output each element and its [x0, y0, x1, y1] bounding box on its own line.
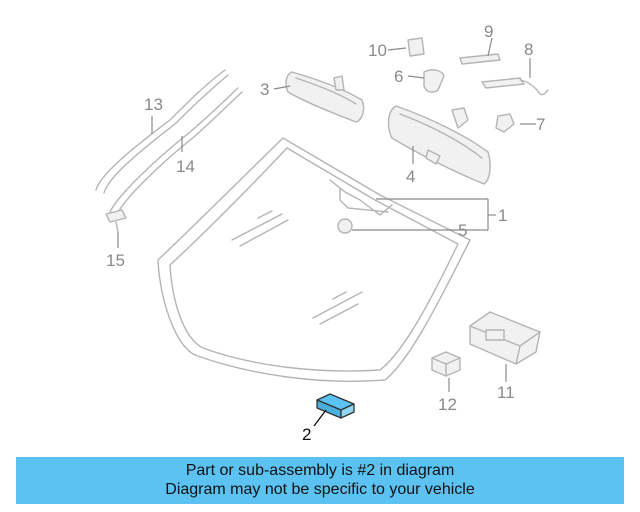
bracket-12	[431, 351, 461, 377]
callout-9: 9	[484, 22, 493, 41]
callout-2-highlighted: 2	[302, 425, 311, 444]
callout-6: 6	[394, 67, 403, 86]
info-banner: Part or sub-assembly is #2 in diagram Di…	[16, 457, 624, 504]
mirror-cover-6	[423, 69, 445, 93]
callout-12: 12	[438, 395, 457, 414]
callout-5: 5	[458, 221, 467, 240]
windshield-molding-14	[109, 87, 243, 215]
clip-10	[407, 37, 425, 57]
callout-1: 1	[498, 206, 507, 225]
callout-13: 13	[144, 95, 163, 114]
windshield-glass	[157, 137, 471, 382]
parts-diagram: 10 9 8 6 7 3 4 1 5 13 14 15 11 12 2	[95, 22, 549, 444]
callout-11: 11	[497, 383, 515, 402]
callout-8: 8	[524, 40, 533, 59]
rain-sensor-5	[337, 218, 353, 234]
trim-piece-9	[459, 53, 501, 65]
wire-harness-8	[481, 77, 549, 96]
mirror-bracket	[451, 107, 469, 129]
bracket-7	[495, 113, 515, 133]
callout-15: 15	[106, 251, 125, 270]
windshield-molding-13	[95, 69, 229, 194]
highlighted-part-2	[316, 393, 355, 419]
banner-line-1: Part or sub-assembly is #2 in diagram	[185, 462, 455, 479]
callout-14: 14	[176, 157, 195, 176]
callout-7: 7	[536, 115, 545, 134]
inside-mirror-4	[387, 105, 491, 185]
banner-line-2: Diagram may not be specific to your vehi…	[165, 481, 475, 498]
leader-lines	[117, 37, 536, 427]
control-module-11	[469, 311, 541, 365]
inside-mirror-3	[285, 71, 365, 123]
callout-10: 10	[368, 41, 387, 60]
callout-4: 4	[406, 167, 415, 186]
molding-clip-15	[105, 209, 127, 233]
callout-3: 3	[260, 80, 269, 99]
